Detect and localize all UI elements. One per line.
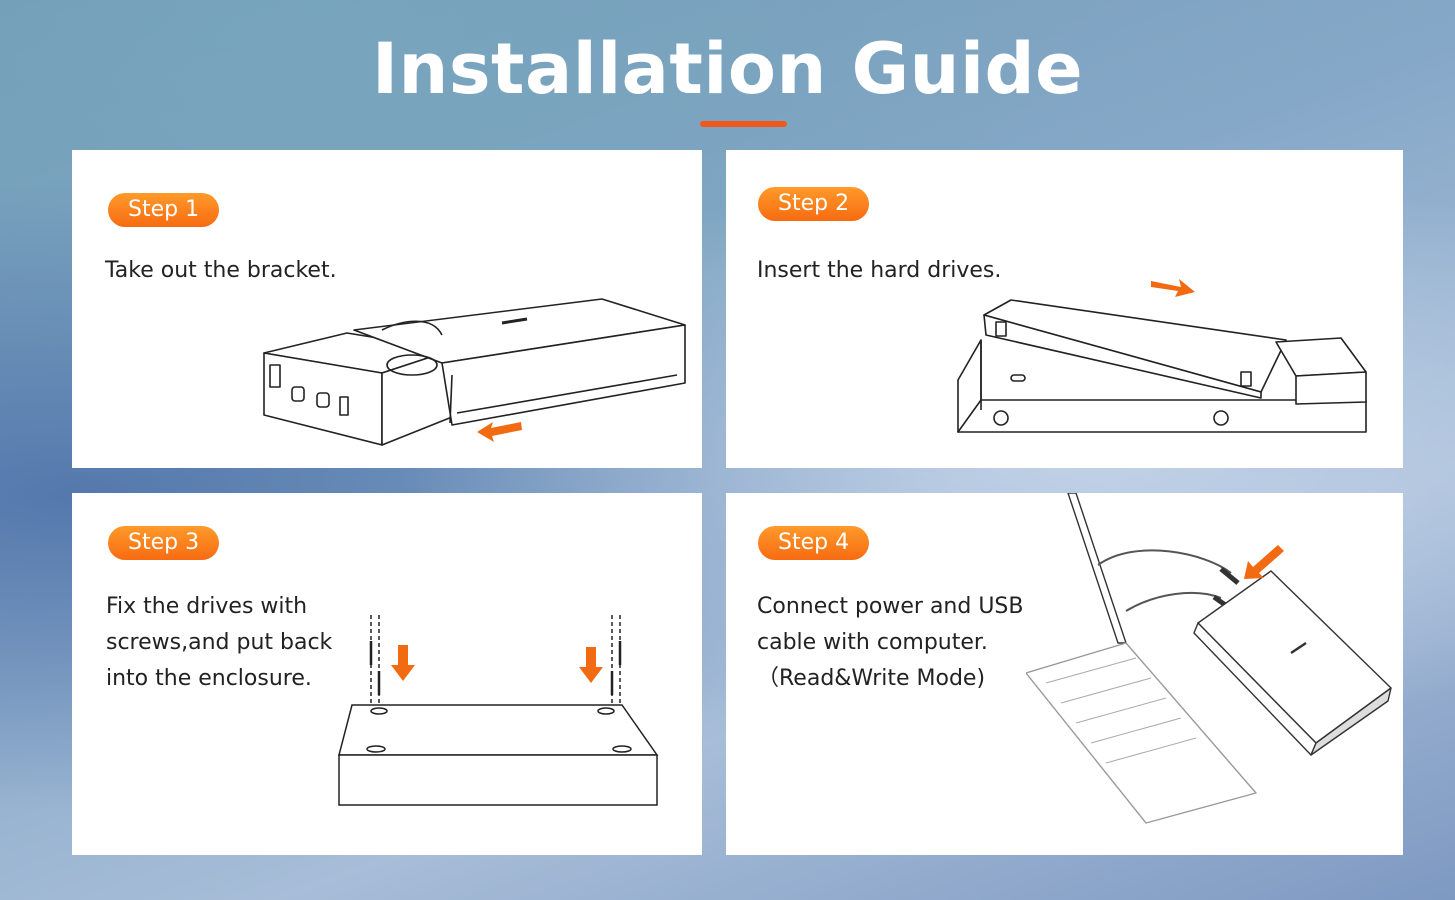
step-3-description: Fix the drives with screws,and put back … — [106, 594, 333, 691]
arrow-right-icon — [1151, 275, 1197, 299]
step-1-enclosure-illustration — [262, 295, 692, 455]
step-4-badge: Step 4 — [758, 526, 870, 560]
step-4-laptop-connection-illustration — [1026, 493, 1396, 833]
step-4-card: Step 4 Connect power and USB cable with … — [726, 493, 1403, 855]
step-3-card: Step 3 Fix the drives with screws,and pu… — [72, 493, 702, 855]
arrow-down-icon — [391, 645, 415, 681]
step-2-drive-insertion-illustration — [956, 280, 1376, 440]
step-4-description: Connect power and USB cable with compute… — [757, 594, 1024, 691]
arrow-down-icon — [579, 647, 603, 683]
title-underline — [700, 121, 787, 127]
step-1-card: Step 1 Take out the bracket. — [72, 150, 702, 468]
step-2-badge: Step 2 — [758, 187, 870, 221]
step-1-description: Take out the bracket. — [105, 258, 337, 283]
arrow-diagonal-icon — [1244, 543, 1284, 579]
step-3-badge: Step 3 — [108, 526, 220, 560]
step-2-card: Step 2 Insert the hard drives. — [726, 150, 1403, 468]
step-2-description: Insert the hard drives. — [757, 258, 1002, 283]
arrow-left-icon — [477, 418, 523, 442]
page-title: Installation Guide — [371, 28, 1084, 110]
step-3-screws-illustration — [334, 613, 664, 813]
step-1-badge: Step 1 — [108, 193, 220, 227]
